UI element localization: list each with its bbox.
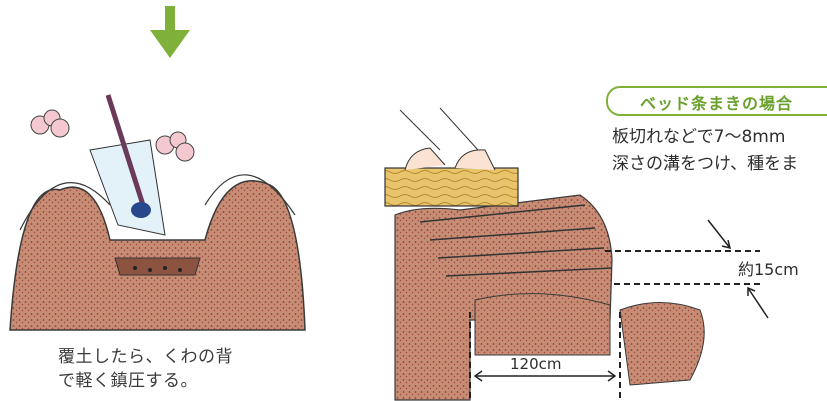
instruction-text: 板切れなどで7〜8mm 深さの溝をつけ、種をま bbox=[612, 124, 798, 178]
caption-line: 覆土したら、くわの背 bbox=[58, 345, 318, 369]
caption-line: で軽く鎮圧する。 bbox=[58, 369, 318, 393]
instruction-line: 深さの溝をつけ、種をま bbox=[612, 151, 798, 178]
section-badge: ベッド条まきの場合 bbox=[606, 86, 827, 116]
badge-label: ベッド条まきの場合 bbox=[640, 90, 793, 114]
width-label: 120cm bbox=[510, 355, 562, 373]
depth-label: 約15cm bbox=[738, 256, 799, 280]
left-caption: 覆土したら、くわの背 で軽く鎮圧する。 bbox=[58, 345, 318, 393]
wooden-board-icon bbox=[385, 108, 518, 206]
instruction-line: 板切れなどで7〜8mm bbox=[612, 124, 798, 151]
down-arrow-icon bbox=[150, 6, 190, 58]
